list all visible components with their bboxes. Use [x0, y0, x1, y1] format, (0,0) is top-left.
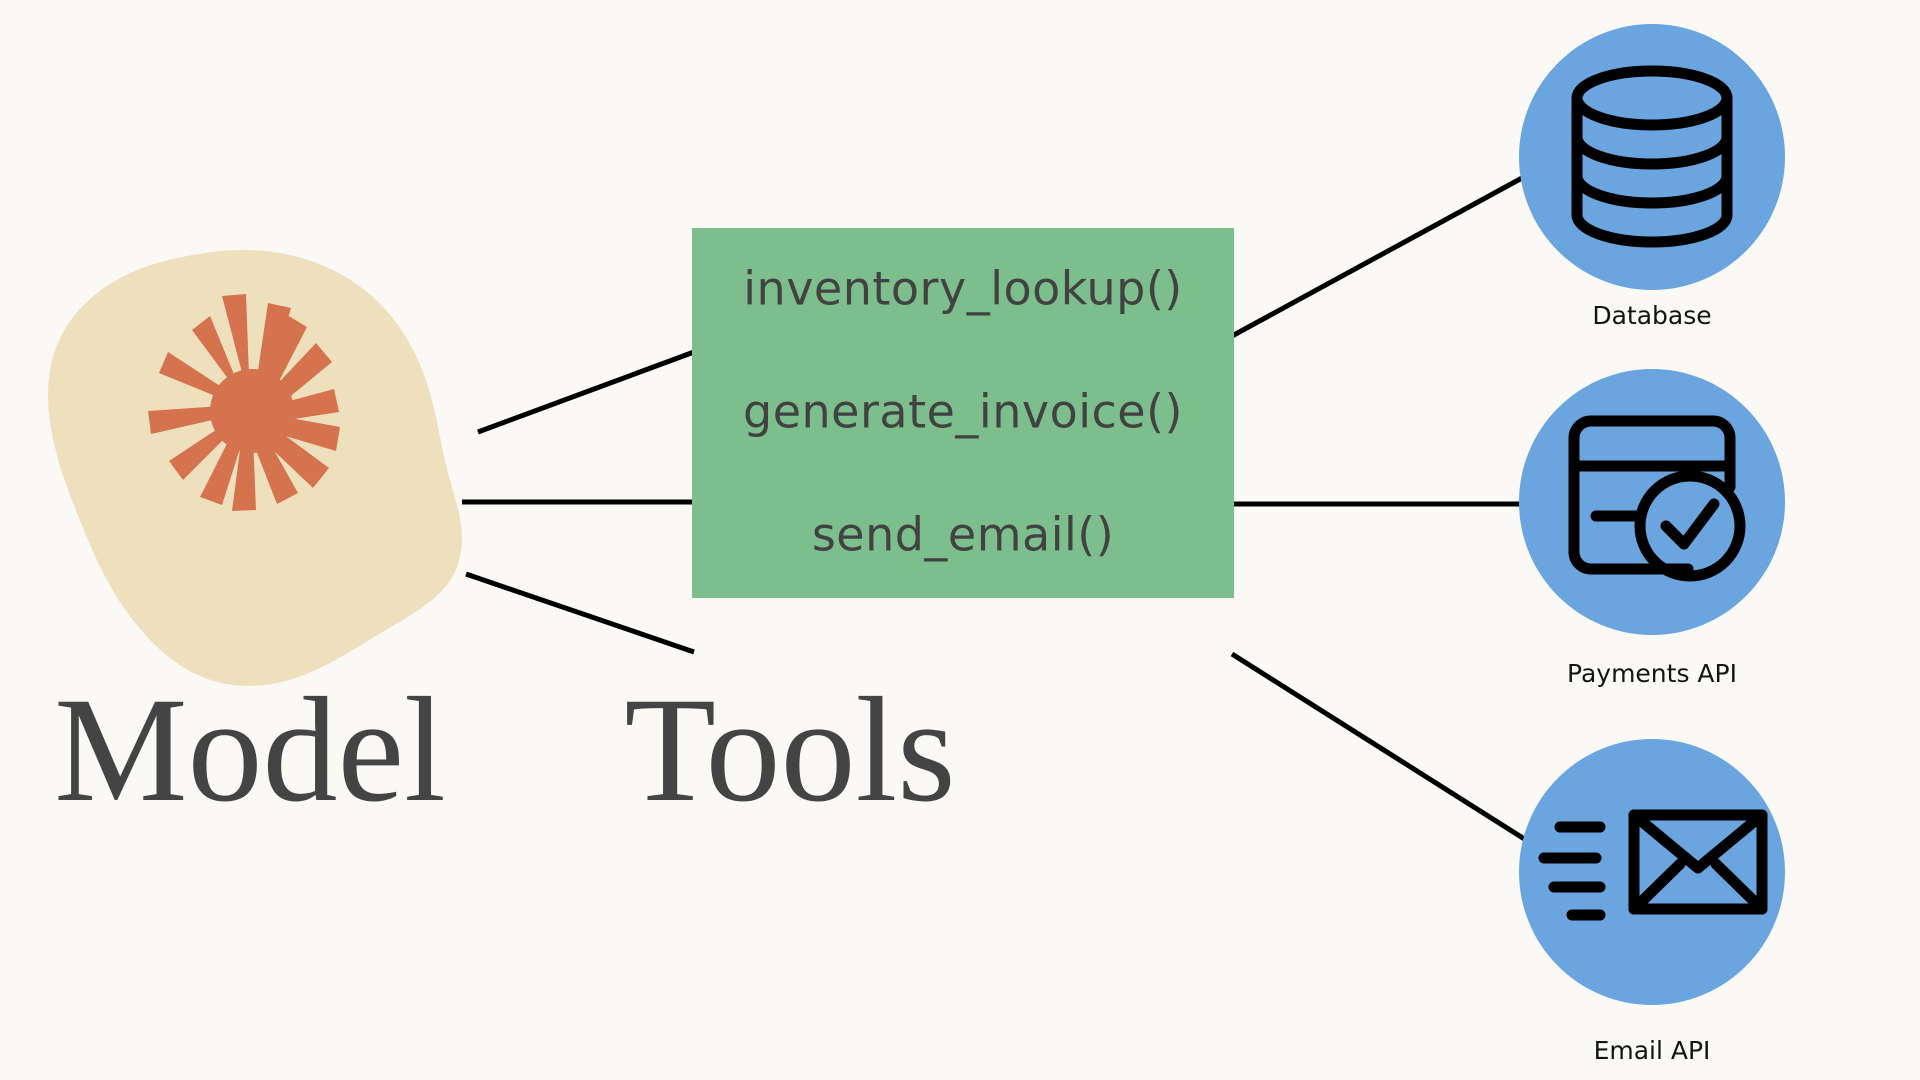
credit-card-check-icon	[1568, 415, 1746, 582]
connector-model-to-inventory-lookup	[477, 349, 695, 435]
tool-box-label: generate_invoice()	[743, 385, 1183, 439]
model-node[interactable]	[47, 249, 462, 686]
tool-box-send-email[interactable]: send_email()	[692, 474, 1234, 598]
tool-box-generate-invoice[interactable]: generate_invoice()	[692, 351, 1234, 475]
endpoint-circle	[1519, 24, 1785, 290]
endpoint-label: Email API	[1594, 1036, 1711, 1065]
connector-model-to-send-email	[465, 571, 695, 655]
model-blob-shape	[47, 249, 462, 686]
endpoint-database[interactable]: Database	[1519, 24, 1785, 330]
tool-box-rect	[692, 474, 1234, 598]
tool-box-label: inventory_lookup()	[743, 262, 1182, 316]
tool-box-rect	[692, 351, 1234, 475]
tool-box-label: send_email()	[812, 508, 1114, 562]
column-title-model: Model	[54, 667, 446, 833]
column-title-tools: Tools	[624, 667, 955, 833]
tool-box-inventory-lookup[interactable]: inventory_lookup()	[692, 228, 1234, 352]
database-icon	[1571, 65, 1733, 248]
connector-group	[462, 175, 1528, 843]
endpoint-label: Payments API	[1567, 659, 1737, 688]
connector-inventory-lookup-to-database	[1230, 175, 1524, 339]
envelope-send-icon	[1538, 809, 1768, 921]
endpoint-label: Database	[1592, 301, 1711, 330]
endpoint-circle	[1519, 739, 1785, 1005]
endpoint-email-api[interactable]: Email API	[1519, 739, 1785, 1065]
connector-send-email-to-email-api	[1230, 651, 1528, 843]
endpoint-payments-api[interactable]: Payments API	[1519, 369, 1785, 688]
tool-box-rect	[692, 228, 1234, 352]
sparkle-burst-icon	[148, 294, 340, 511]
